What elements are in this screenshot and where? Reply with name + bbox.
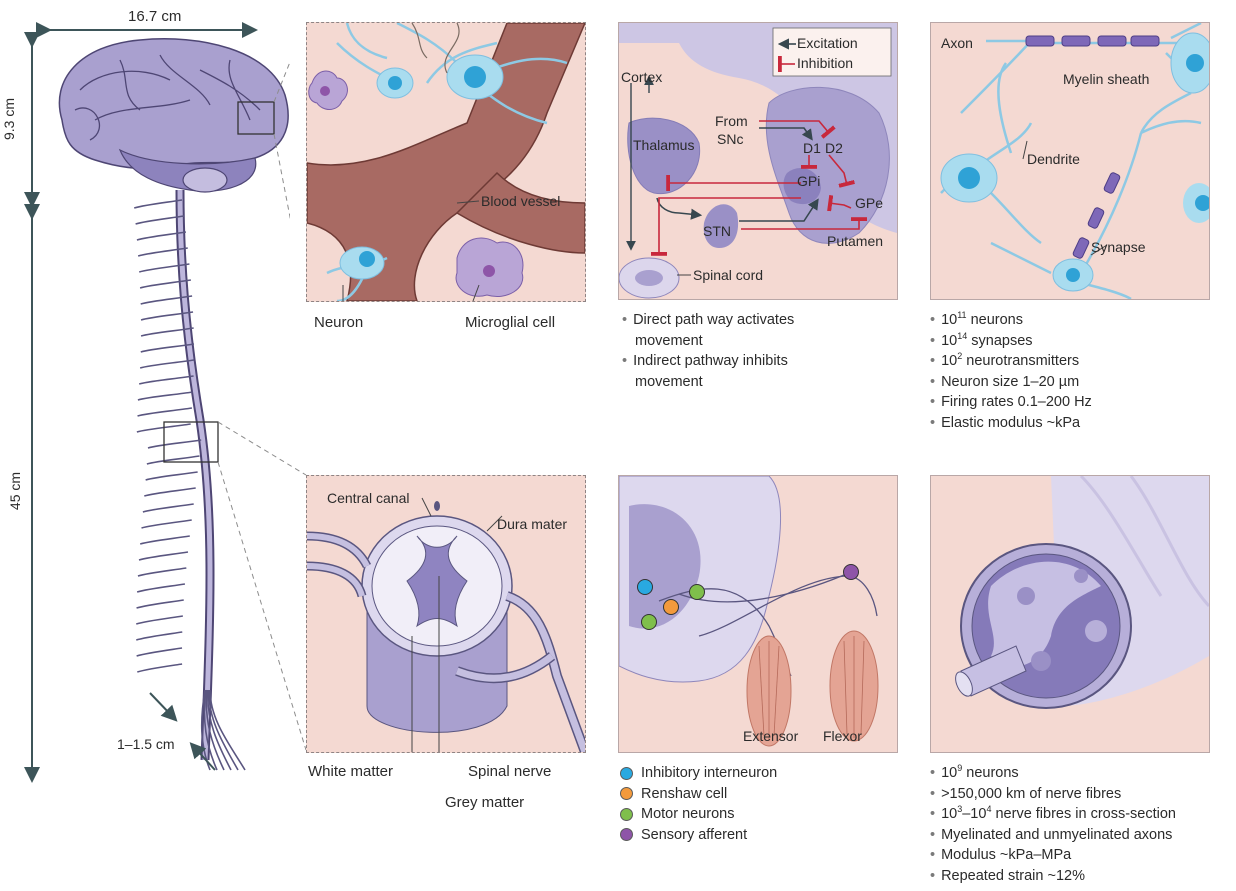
myelin-sheath-label: Myelin sheath	[1063, 71, 1149, 87]
neuron-label: Neuron	[314, 314, 363, 332]
axon-label: Axon	[941, 35, 973, 51]
dura-mater-label: Dura mater	[497, 516, 567, 532]
fact-text: nerve fibres in cross-section	[991, 806, 1176, 822]
fact-text: Neuron size 1–20 µm	[941, 374, 1079, 390]
fact-text: Elastic modulus ~kPa	[941, 415, 1080, 431]
fact-item: >150,000 km of nerve fibres	[930, 784, 1176, 805]
d1-label: D1	[803, 140, 821, 156]
fact-mid: –10	[962, 806, 986, 822]
cord-zoom-lines	[0, 0, 320, 891]
brain-tissue-panel: Blood vessel	[306, 22, 586, 302]
note-line: Direct path way activates	[622, 310, 794, 331]
spinal-nerve-label: Spinal nerve	[468, 763, 551, 781]
cortex-label: Cortex	[621, 69, 662, 85]
fact-text: >150,000 km of nerve fibres	[941, 786, 1121, 802]
note-line: movement	[622, 331, 794, 352]
fact-base: 10	[941, 765, 957, 781]
spinal-section-panel: Central canal Dura mater	[306, 475, 586, 753]
fact-base: 10	[941, 312, 957, 328]
legend-label: Inhibitory interneuron	[641, 763, 777, 784]
width-label: 16.7 cm	[128, 8, 181, 26]
fact-base: 10	[941, 353, 957, 369]
excitation-label: Excitation	[797, 35, 858, 51]
fact-text: synapses	[967, 333, 1032, 349]
from-label: From	[715, 113, 748, 129]
dendrite-label: Dendrite	[1027, 151, 1080, 167]
fact-item: 103–104 nerve fibres in cross-section	[930, 804, 1176, 825]
brain-height-label: 9.3 cm	[0, 98, 18, 140]
legend-label: Sensory afferent	[641, 825, 747, 846]
fact-item: 102 neurotransmitters	[930, 351, 1092, 372]
root-length-label: 1–1.5 cm	[117, 735, 175, 753]
legend-item: Motor neurons	[620, 804, 777, 825]
legend-swatch	[620, 808, 633, 821]
putamen-label: Putamen	[827, 233, 883, 249]
legend-swatch	[620, 787, 633, 800]
legend-item: Renshaw cell	[620, 784, 777, 805]
basal-ganglia-panel: Excitation Inhibition Cortex From SNc Th…	[618, 22, 898, 300]
inhibition-label: Inhibition	[797, 55, 853, 71]
fact-text: Modulus ~kPa–MPa	[941, 847, 1071, 863]
fact-text: Repeated strain ~12%	[941, 868, 1085, 884]
nerve-facts: 109 neurons >150,000 km of nerve fibres 10…	[930, 763, 1176, 886]
grey-matter-label: Grey matter	[445, 794, 524, 812]
fact-item: Repeated strain ~12%	[930, 866, 1176, 887]
fact-item: 109 neurons	[930, 763, 1176, 784]
fact-text: Myelinated and unmyelinated axons	[941, 827, 1172, 843]
legend-label: Renshaw cell	[641, 784, 727, 805]
fact-item: Neuron size 1–20 µm	[930, 372, 1092, 393]
synapse-label: Synapse	[1091, 239, 1145, 255]
nerve-panel	[930, 475, 1210, 753]
neuron-facts: 1011 neurons1014 synapses102 neurotransm…	[930, 310, 1092, 433]
fact-text: neurotransmitters	[962, 353, 1079, 369]
gpi-label: GPi	[797, 173, 820, 189]
legend-label: Motor neurons	[641, 804, 735, 825]
fact-sup: 14	[957, 331, 967, 341]
legend-item: Inhibitory interneuron	[620, 763, 777, 784]
note-line: movement	[622, 372, 794, 393]
fact-item: Modulus ~kPa–MPa	[930, 845, 1176, 866]
flexor-label: Flexor	[823, 728, 862, 744]
central-canal-label: Central canal	[327, 490, 410, 506]
d2-label: D2	[825, 140, 843, 156]
gpe-label: GPe	[855, 195, 883, 211]
blood-vessel-label: Blood vessel	[481, 193, 560, 209]
microglial-cell-label: Microglial cell	[465, 314, 555, 332]
snc-label: SNc	[717, 131, 743, 147]
fact-item: Firing rates 0.1–200 Hz	[930, 392, 1092, 413]
extensor-label: Extensor	[743, 728, 798, 744]
reflex-panel: Extensor Flexor	[618, 475, 898, 753]
fact-base: 10	[941, 333, 957, 349]
basal-ganglia-notes: Direct path way activates movement Indir…	[622, 310, 794, 392]
fact-base: 10	[941, 806, 957, 822]
fact-text: Firing rates 0.1–200 Hz	[941, 394, 1092, 410]
fact-text: neurons	[967, 312, 1023, 328]
stn-label: STN	[703, 223, 731, 239]
cord-length-label: 45 cm	[6, 472, 24, 510]
fact-sup: 11	[957, 310, 966, 320]
fact-text: neurons	[962, 765, 1018, 781]
white-matter-label: White matter	[308, 763, 393, 781]
spinal-cord-label: Spinal cord	[693, 267, 763, 283]
fact-item: 1011 neurons	[930, 310, 1092, 331]
thalamus-label: Thalamus	[633, 137, 694, 153]
fact-item: 1014 synapses	[930, 331, 1092, 352]
legend-swatch	[620, 767, 633, 780]
fact-item: Myelinated and unmyelinated axons	[930, 825, 1176, 846]
neurons-panel: Axon Myelin sheath Dendrite Synapse	[930, 22, 1210, 300]
legend-swatch	[620, 828, 633, 841]
legend-item: Sensory afferent	[620, 825, 777, 846]
note-line: Indirect pathway inhibits	[622, 351, 794, 372]
fact-item: Elastic modulus ~kPa	[930, 413, 1092, 434]
